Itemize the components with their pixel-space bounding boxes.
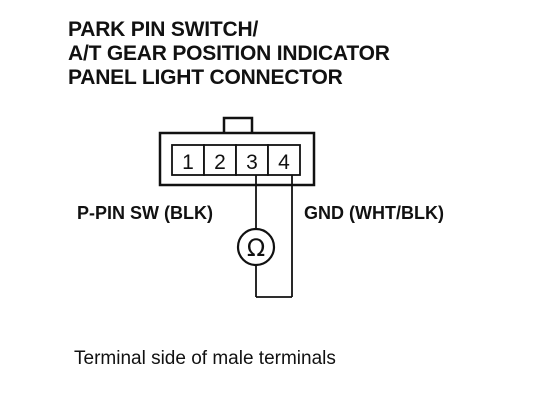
terminal-4	[267, 144, 301, 176]
caption: Terminal side of male terminals	[74, 348, 336, 369]
ohmmeter-symbol: Ω	[247, 234, 265, 262]
terminal-number-4: 4	[278, 151, 290, 174]
terminal-number-3: 3	[246, 151, 258, 174]
terminal-number-1: 1	[182, 151, 194, 174]
label-p-pin-sw: P-PIN SW (BLK)	[77, 203, 213, 223]
label-gnd: GND (WHT/BLK)	[304, 203, 444, 223]
terminal-number-2: 2	[214, 151, 226, 174]
terminal-2	[203, 144, 237, 176]
title-line-2: A/T GEAR POSITION INDICATOR	[68, 42, 390, 65]
connector-lock-tab	[222, 116, 254, 136]
ohmmeter-icon	[236, 227, 276, 267]
title-line-1: PARK PIN SWITCH/	[68, 18, 259, 41]
diagram-title: PARK PIN SWITCH/ A/T GEAR POSITION INDIC…	[68, 18, 390, 90]
title-line-3: PANEL LIGHT CONNECTOR	[68, 66, 343, 89]
